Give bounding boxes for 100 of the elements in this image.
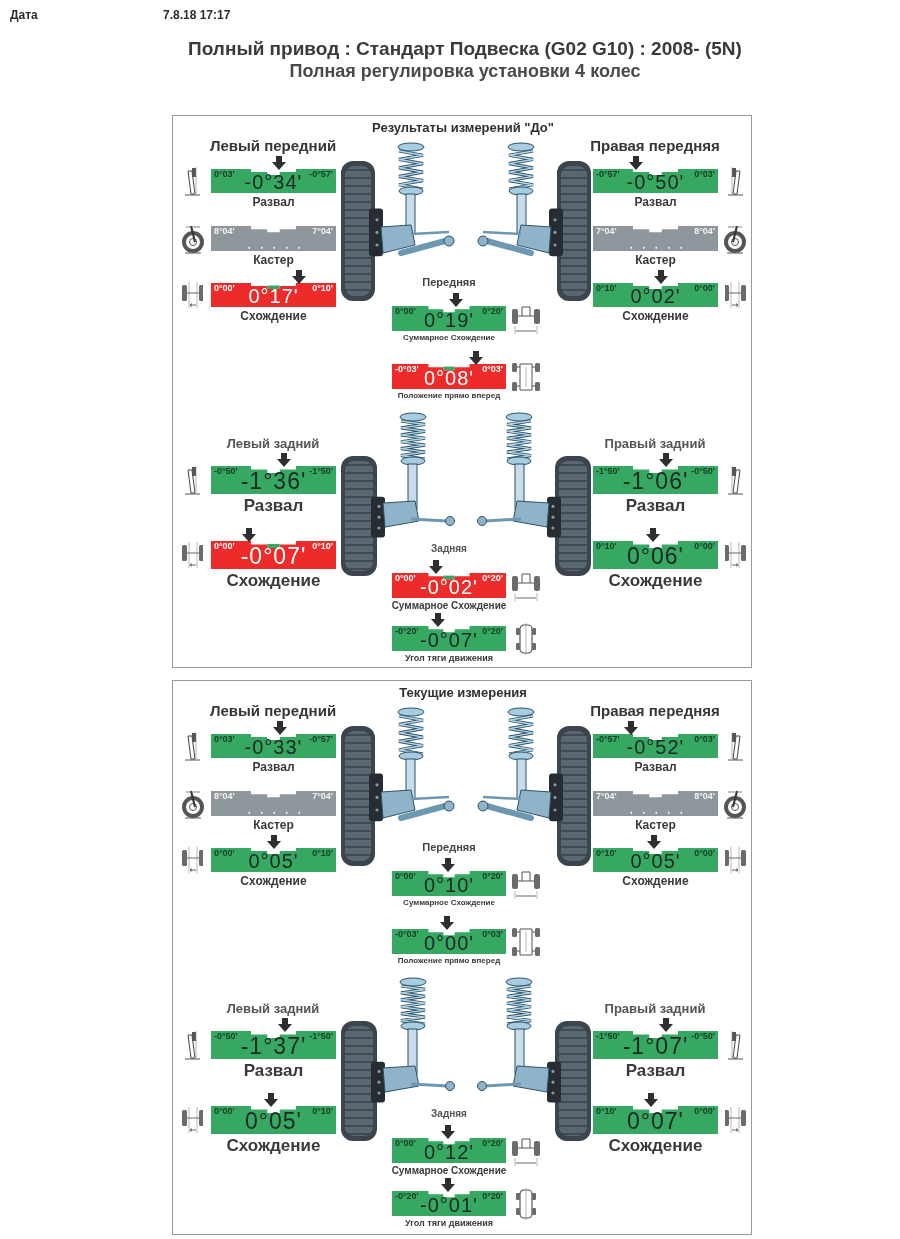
gauge-display (593, 848, 718, 872)
gauge-display (211, 1106, 336, 1134)
measured-value: -0°07' (240, 545, 307, 568)
range-min-value: 0°00' (214, 284, 235, 293)
range-min-value: -0°57' (596, 170, 620, 179)
gauge-caption: Кастер (253, 254, 294, 266)
gauge-caption: Развал (243, 1062, 304, 1079)
wheel-position-label: Правая передняя (590, 138, 720, 153)
gauge-display (392, 929, 506, 954)
range-min-value: 0°10' (596, 542, 617, 551)
range-max-value: 0°03' (482, 930, 503, 939)
measured-value: -0°50' (626, 172, 685, 192)
gauge-caption: Суммарное Схождение (403, 334, 495, 342)
range-min-value: 7°04' (596, 227, 617, 236)
range-max-value: 0°03' (694, 170, 715, 179)
measured-value: 0°08' (423, 368, 475, 388)
gauge-caption: Положение прямо вперед (397, 392, 501, 400)
gauge-display (593, 466, 718, 494)
range-min-value: -0°03' (395, 930, 419, 939)
gauge-caption: Угол тяги движения (404, 1219, 494, 1228)
measured-value: 0°06' (627, 545, 684, 568)
range-min-value: 8°04' (214, 792, 235, 801)
measured-value: 0°02' (630, 286, 681, 306)
range-max-value: -1°50' (309, 467, 333, 476)
range-max-value: 0°20' (482, 627, 503, 636)
gauge-display (593, 734, 718, 758)
gauge-display (392, 364, 506, 389)
measured-value: -0°02' (420, 577, 478, 597)
range-max-value: 8°04' (694, 792, 715, 801)
range-min-value: 0°10' (596, 1107, 617, 1116)
range-max-value: 7°04' (312, 227, 333, 236)
gauge-display (392, 573, 506, 598)
gauge-caption: Схождение (622, 875, 689, 887)
range-max-value: 0°10' (312, 849, 333, 858)
range-max-value: 7°04' (312, 792, 333, 801)
measured-value: -1°06' (622, 470, 689, 493)
gauge-caption: Схождение (608, 572, 703, 589)
range-max-value: 0°10' (312, 1107, 333, 1116)
range-min-value: 0°10' (596, 849, 617, 858)
range-max-value: 0°00' (694, 284, 715, 293)
gauge-caption: Кастер (635, 254, 676, 266)
range-min-value: -0°50' (214, 467, 238, 476)
range-max-value: 0°20' (482, 307, 503, 316)
measured-value: -0°01' (420, 1195, 478, 1215)
range-max-value: 0°00' (694, 542, 715, 551)
gauge-display (211, 734, 336, 758)
range-max-value: 0°20' (482, 1192, 503, 1201)
wheel-position-label: Левый задний (226, 437, 320, 450)
range-min-value: 0°00' (395, 307, 416, 316)
measured-value: 0°07' (627, 1110, 684, 1133)
gauge-caption: Суммарное Схождение (403, 899, 495, 907)
range-min-value: 0°00' (214, 542, 235, 551)
gauge-caption: Кастер (635, 819, 676, 831)
gauge-caption: Развал (243, 497, 304, 514)
range-min-value: 0°03' (214, 735, 235, 744)
gauge-display (211, 283, 336, 307)
axle-label: Задняя (431, 1109, 467, 1119)
range-max-value: 0°20' (482, 1139, 503, 1148)
range-max-value: 0°03' (482, 365, 503, 374)
gauge-display (593, 169, 718, 193)
range-min-value: -0°20' (395, 1192, 419, 1201)
measured-value: -1°36' (240, 470, 307, 493)
range-max-value: 8°04' (694, 227, 715, 236)
wheel-position-label: Правая передняя (590, 703, 720, 718)
panel-title: Текущие измерения (399, 686, 527, 699)
range-max-value: -0°57' (309, 170, 333, 179)
measured-value: -0°07' (420, 630, 478, 650)
gauge-caption: Развал (252, 196, 295, 208)
range-max-value: 0°20' (482, 574, 503, 583)
gauge-caption: Схождение (622, 310, 689, 322)
range-max-value: 0°00' (694, 1107, 715, 1116)
range-max-value: 0°00' (694, 849, 715, 858)
report-title: Полный привод : Стандарт Подвеска (G02 G10) : 2008- (5N) (188, 39, 742, 58)
range-min-value: 0°00' (395, 1139, 416, 1148)
gauge-display (593, 283, 718, 307)
range-max-value: -0°57' (309, 735, 333, 744)
range-max-value: 0°10' (312, 284, 333, 293)
measured-value: 0°19' (423, 310, 475, 330)
gauge-caption: Схождение (240, 310, 307, 322)
measurement-panel (172, 115, 752, 668)
gauge-caption: Суммарное Схождение (391, 601, 507, 611)
measured-value: -1°07' (622, 1035, 689, 1058)
gauge-display (211, 466, 336, 494)
gauge-display (211, 848, 336, 872)
measured-value: 0°10' (423, 875, 475, 895)
panel-title: Результаты измерений "До" (372, 121, 554, 134)
gauge-display (593, 791, 718, 816)
wheel-position-label: Правый задний (604, 1002, 706, 1015)
date-label: Дата (10, 9, 38, 21)
measured-value: 0°05' (245, 1110, 302, 1133)
measured-value: 0°05' (630, 851, 681, 871)
gauge-caption: Схождение (608, 1137, 703, 1154)
gauge-caption: Схождение (226, 572, 321, 589)
axle-label: Передняя (422, 277, 476, 288)
gauge-caption: Развал (634, 196, 677, 208)
range-min-value: -0°57' (596, 735, 620, 744)
wheel-position-label: Правый задний (604, 437, 706, 450)
range-min-value: 0°00' (395, 872, 416, 881)
gauge-display (593, 1031, 718, 1059)
gauge-display (392, 1138, 506, 1163)
